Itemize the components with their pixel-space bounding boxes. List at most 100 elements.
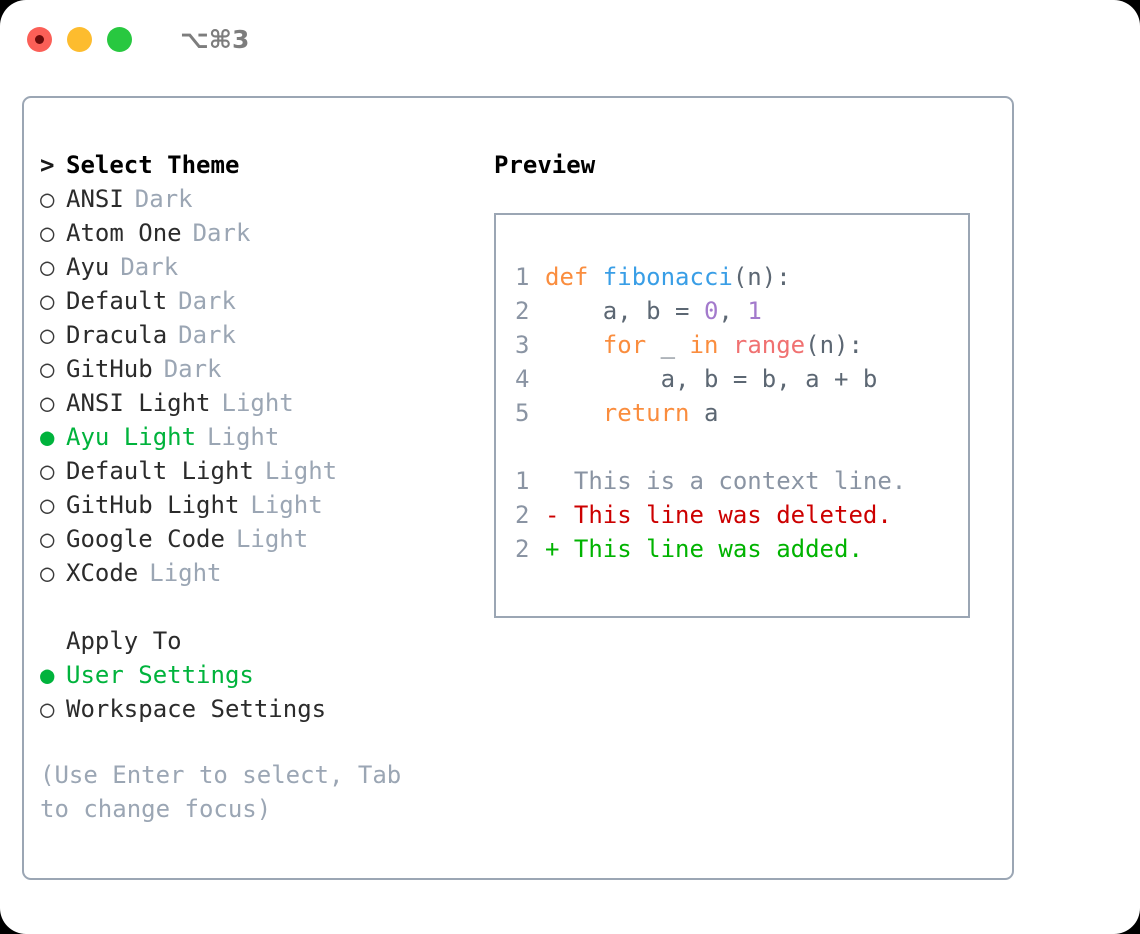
theme-list-item-label: Default Light (66, 457, 254, 485)
theme-variant-tag: Light (149, 559, 222, 587)
theme-list-item-label: Default (66, 287, 168, 315)
apply-to-list: ●User Settings○Workspace Settings (40, 658, 494, 726)
diff-line: 2- This line was deleted. (515, 498, 968, 532)
traffic-light-controls (27, 26, 132, 52)
code-token-pl: , (718, 297, 748, 325)
preview-title: Preview (494, 151, 596, 179)
code-token-pl: (n): (805, 331, 863, 359)
list-spacer (40, 590, 494, 624)
window-titlebar: ⌥⌘3 (0, 0, 1140, 78)
theme-list-item-label: XCode (66, 559, 139, 587)
code-token-kw: for (602, 331, 647, 359)
diff-gap (559, 498, 573, 532)
minimize-window-button[interactable] (67, 26, 92, 52)
theme-variant-tag: Dark (120, 253, 179, 281)
keyboard-hint-text: (Use Enter to select, Tab to change focu… (40, 761, 402, 823)
theme-list-item-label: Ayu (66, 253, 110, 281)
theme-variant-tag: Dark (192, 219, 251, 247)
radio-unselected-icon: ○ (40, 355, 55, 383)
theme-list-item-label: GitHub Light (66, 491, 240, 519)
theme-list-item-label: Dracula (66, 321, 168, 349)
theme-list-item[interactable]: ○ XCode Light (40, 556, 494, 590)
theme-list-item-label: Google Code (66, 525, 225, 553)
diff-preview-block: 1 This is a context line.2- This line wa… (515, 464, 968, 566)
code-line-number: 3 (515, 331, 530, 359)
theme-variant-tag: Light (235, 525, 309, 553)
diff-sign: + (545, 535, 560, 563)
code-token-pl: a (689, 399, 719, 427)
radio-unselected-icon: ○ (40, 321, 55, 349)
code-line: 4 a, b = b, a + b (515, 362, 968, 396)
code-line-number: 2 (515, 297, 530, 325)
theme-variant-tag: Dark (178, 287, 236, 315)
diff-sign: - (545, 501, 560, 529)
code-token-pl: a, b = b, a + b (545, 365, 878, 393)
code-token-pl: _ (646, 331, 690, 359)
code-line-content: return a (545, 396, 719, 430)
maximize-window-button[interactable] (107, 26, 132, 52)
theme-list-item[interactable]: ○ Default Dark (40, 284, 494, 318)
theme-variant-tag: Light (250, 491, 323, 519)
theme-list-item-label: ANSI (66, 185, 124, 213)
code-token-pl: a, b = (545, 297, 704, 325)
code-line-content: for _ in range(n): (545, 328, 863, 362)
radio-unselected-icon: ○ (40, 491, 55, 519)
theme-variant-tag: Dark (163, 355, 222, 383)
code-token-pl (545, 399, 603, 427)
diff-line-number: 2 (515, 535, 530, 563)
apply-to-item[interactable]: ○Workspace Settings (40, 692, 494, 726)
apply-to-heading: Apply To (40, 624, 494, 658)
theme-list-item-label: Atom One (66, 219, 182, 247)
code-token-kw: return (602, 399, 690, 427)
code-token-num: 1 (747, 297, 762, 325)
code-token-num: 0 (703, 297, 719, 325)
code-line-content: a, b = 0, 1 (545, 294, 762, 328)
hint-spacer (40, 726, 494, 748)
diff-gap (559, 532, 573, 566)
diff-line-number: 2 (515, 501, 530, 529)
theme-list-item[interactable]: ○ Dracula Dark (40, 318, 494, 352)
code-line-number: 4 (515, 365, 530, 393)
select-theme-heading-label: Select Theme (66, 151, 240, 179)
diff-line-content: This line was added. (573, 535, 863, 563)
radio-unselected-icon: ○ (40, 389, 55, 417)
diff-gap (559, 464, 573, 498)
radio-unselected-icon: ○ (40, 457, 55, 485)
diff-line: 1 This is a context line. (515, 464, 968, 498)
radio-unselected-icon: ○ (40, 287, 55, 315)
radio-unselected-icon: ○ (40, 219, 55, 247)
theme-list-item[interactable]: ○ GitHub Light Light (40, 488, 494, 522)
radio-selected-icon: ● (40, 423, 55, 451)
theme-variant-tag: Dark (178, 321, 236, 349)
caret-icon: > (40, 151, 55, 179)
radio-selected-icon: ● (40, 661, 55, 689)
radio-unselected-icon: ○ (40, 559, 55, 587)
apply-to-item[interactable]: ●User Settings (40, 658, 494, 692)
code-token-fn: fibonacci (602, 263, 733, 291)
close-window-button[interactable] (27, 26, 52, 52)
theme-list-item[interactable]: ○ Atom One Dark (40, 216, 494, 250)
apply-to-heading-label: Apply To (66, 627, 182, 655)
select-theme-heading: > Select Theme (40, 148, 494, 182)
code-token-kw: in (689, 331, 719, 359)
radio-unselected-icon: ○ (40, 695, 55, 723)
theme-variant-tag: Light (221, 389, 294, 417)
diff-sign (545, 464, 559, 498)
code-token-bi: range (732, 331, 806, 359)
code-line-content: a, b = b, a + b (545, 362, 878, 396)
code-line: 5 return a (515, 396, 968, 430)
